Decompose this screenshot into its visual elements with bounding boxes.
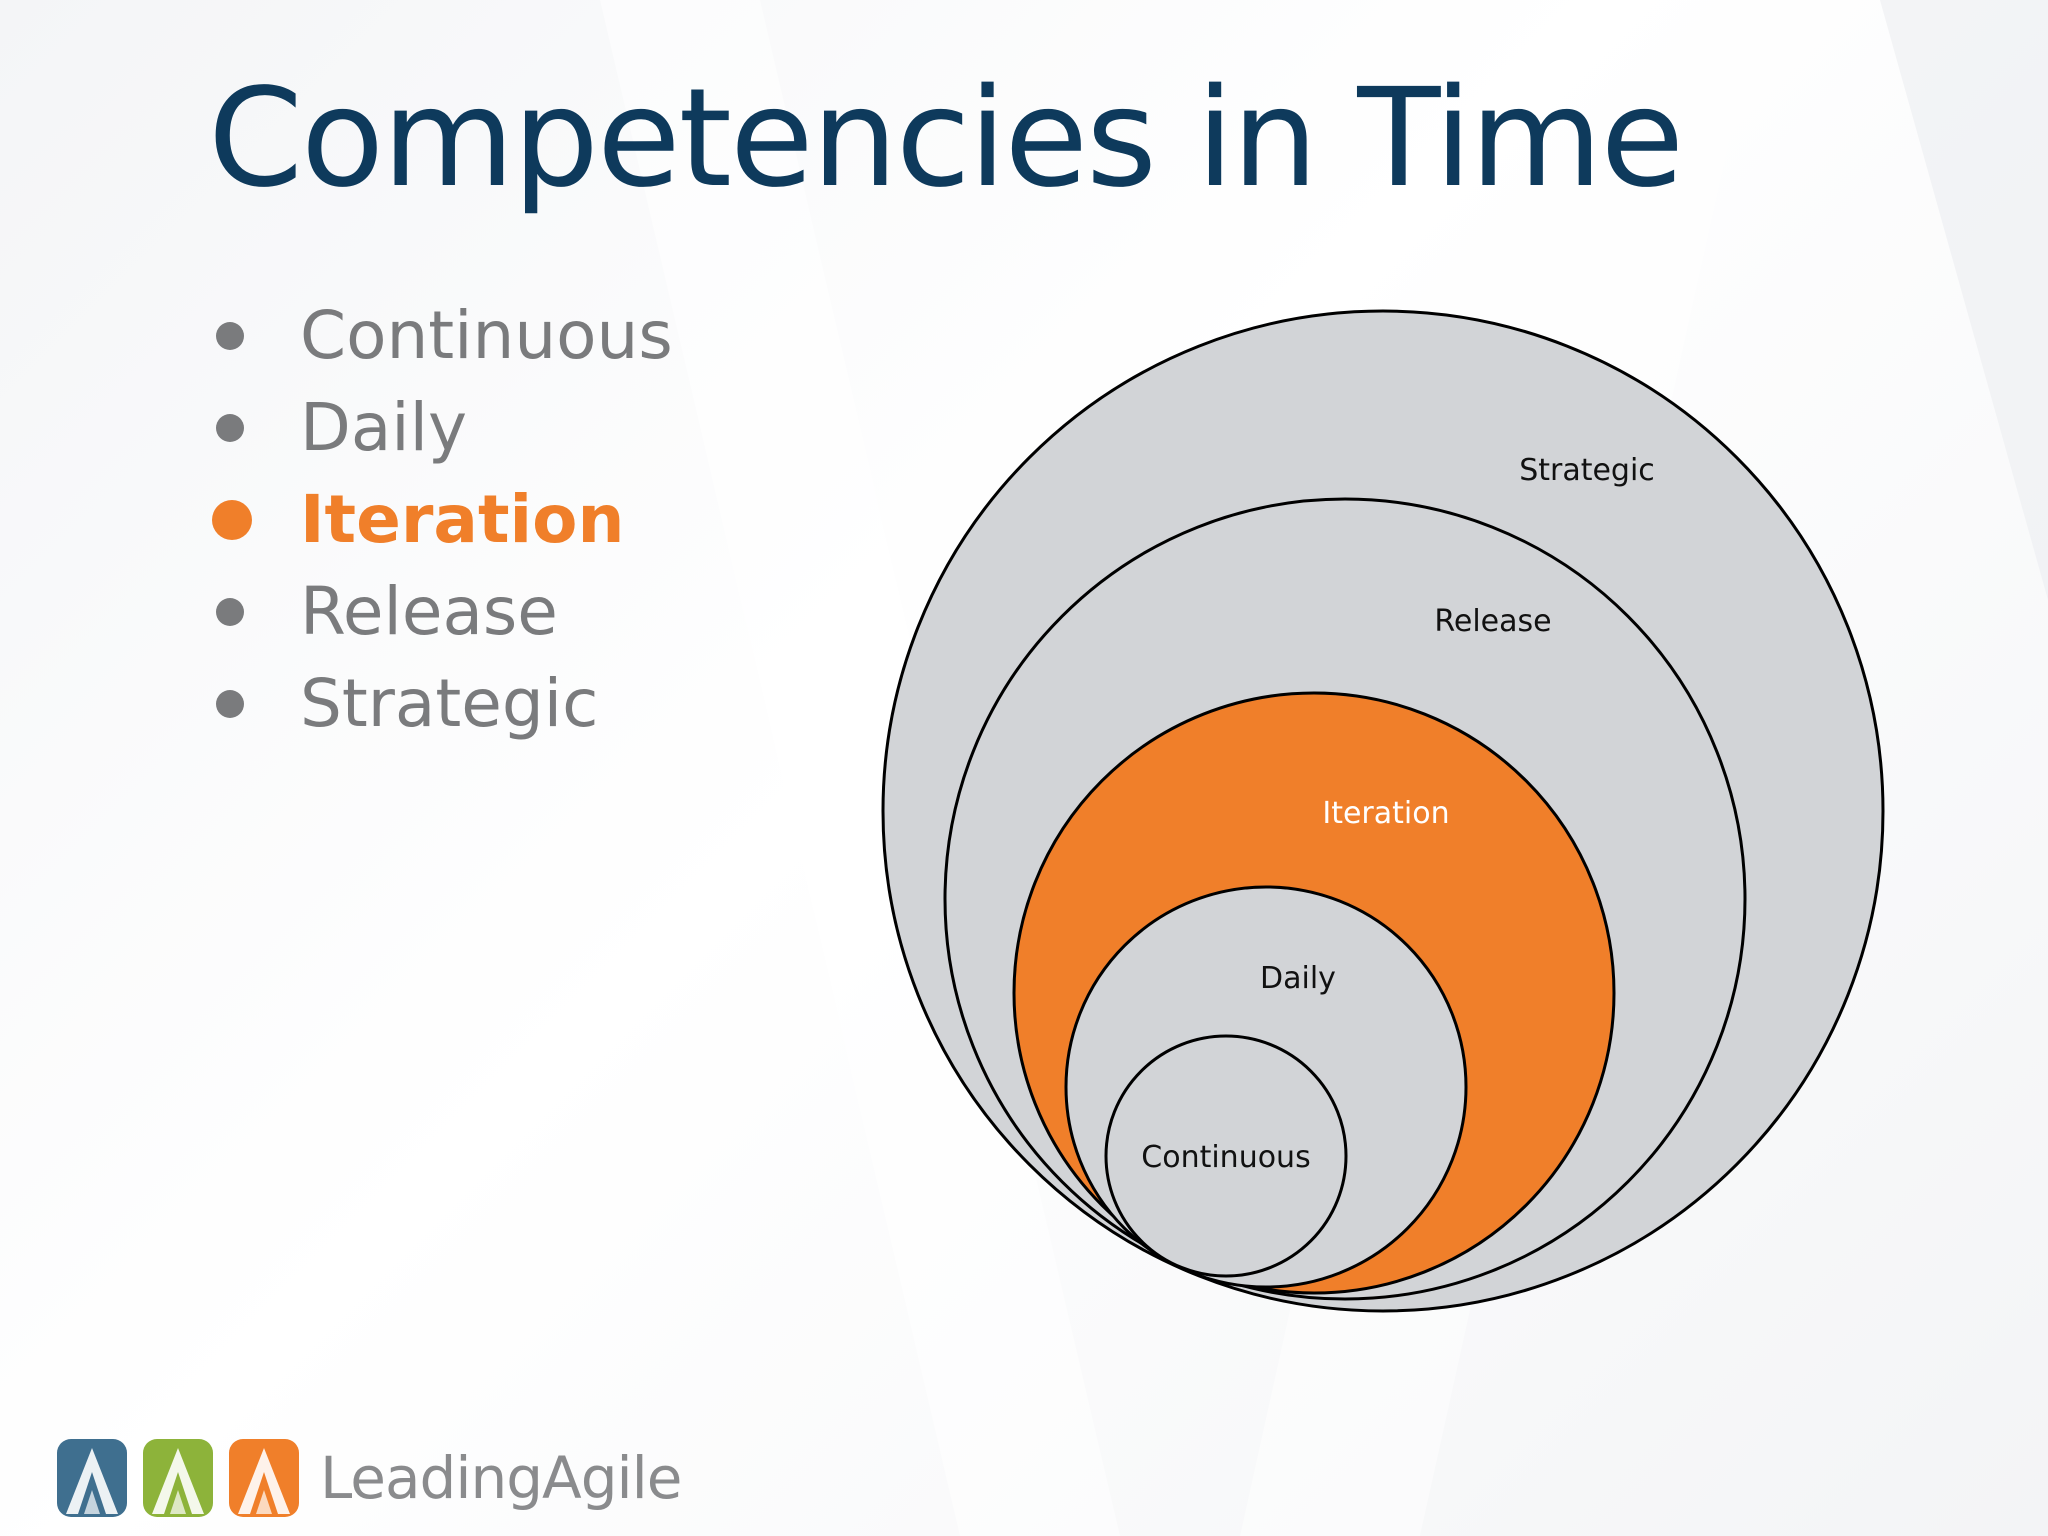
bullet-item-release: Release	[212, 566, 673, 658]
logo-mark-green-icon	[143, 1439, 213, 1517]
company-logo: LeadingAgile	[56, 1430, 682, 1526]
bullet-label: Continuous	[300, 297, 673, 374]
bullet-list: Continuous Daily Iteration Release Strat…	[212, 290, 673, 750]
bullet-dot-icon	[216, 322, 244, 350]
bullet-dot-icon	[216, 414, 244, 442]
bullet-label: Daily	[300, 389, 467, 466]
bullet-dot-icon	[216, 598, 244, 626]
bullet-label: Strategic	[300, 665, 599, 742]
logo-mark-blue-icon	[57, 1439, 127, 1517]
circle-label-release: Release	[1434, 604, 1551, 639]
bullet-item-daily: Daily	[212, 382, 673, 474]
bullet-dot-icon	[216, 690, 244, 718]
circle-label-strategic: Strategic	[1519, 453, 1655, 488]
circle-continuous	[1104, 1034, 1348, 1278]
bullet-item-iteration: Iteration	[212, 474, 673, 566]
bullet-item-continuous: Continuous	[212, 290, 673, 382]
bullet-dot-icon	[212, 500, 252, 540]
logo-wordmark: LeadingAgile	[320, 1444, 682, 1512]
bullet-item-strategic: Strategic	[212, 658, 673, 750]
circle-label-daily: Daily	[1260, 961, 1336, 996]
bullet-label: Release	[300, 573, 558, 650]
circle-label-iteration: Iteration	[1322, 796, 1449, 831]
slide-title: Competencies in Time	[208, 60, 1684, 218]
bullet-label: Iteration	[300, 481, 625, 558]
logo-mark-orange-icon	[229, 1439, 299, 1517]
circle-label-continuous: Continuous	[1141, 1140, 1310, 1175]
